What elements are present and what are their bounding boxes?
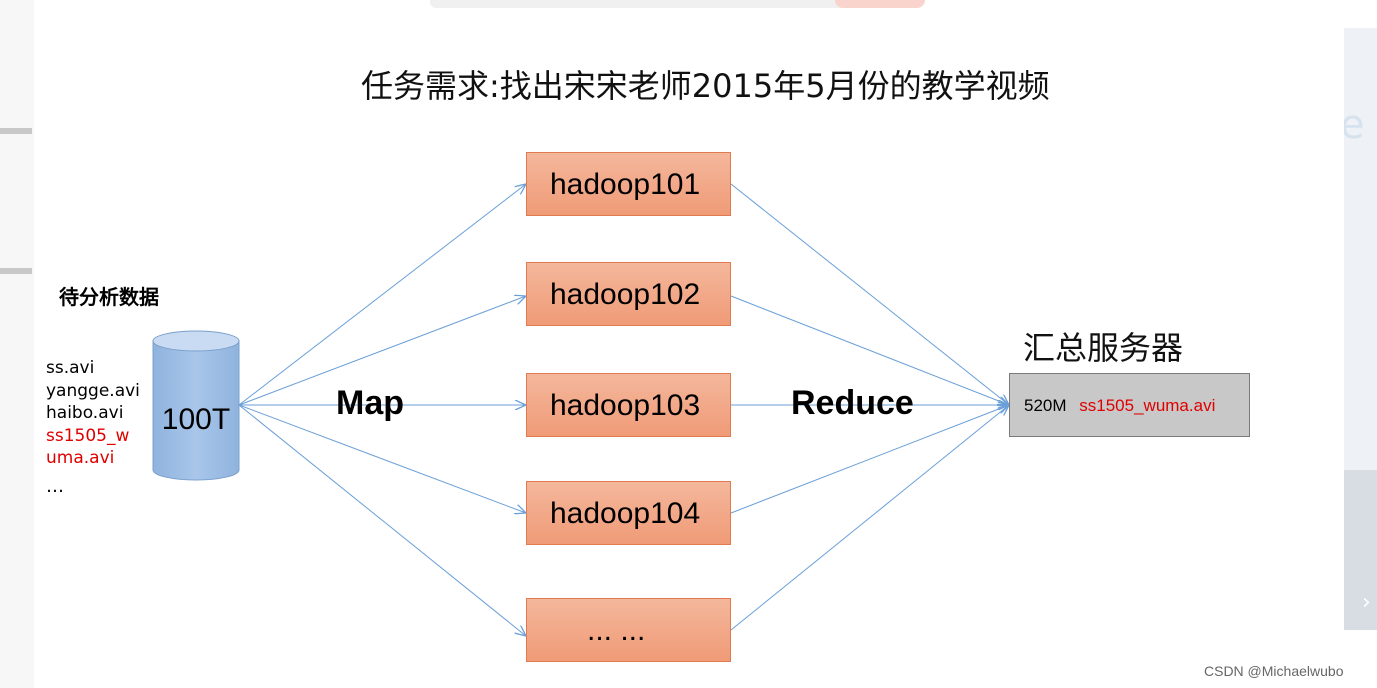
page-title: 任务需求:找出宋宋老师2015年5月份的教学视频 [361,67,1050,105]
node-hadoop101: hadoop101 [526,152,731,216]
file-list: ss.avi yangge.avi haibo.avi ss1505_w uma… [46,357,140,498]
map-arrow [238,404,526,636]
highlighted-file-part1: ss1505_w [46,425,130,446]
storage-size-label: 100T [161,403,231,436]
map-arrow [238,296,526,406]
list-item: ss.avi [46,358,95,378]
background-divider [0,128,32,134]
reduce-phase-label: Reduce [791,384,914,422]
reduce-arrow [730,405,1009,631]
map-phase-label: Map [336,384,404,422]
list-item: haibo.avi [46,403,124,423]
background-divider [0,268,32,274]
node-more: ... ... [526,598,731,662]
node-hadoop102: hadoop102 [526,262,731,326]
server-result-file: ss1505_wuma.avi [1079,396,1216,415]
list-item: yangge.avi [46,380,140,401]
reduce-arrow [730,405,1009,514]
map-arrow [238,184,526,406]
node-hadoop103: hadoop103 [526,373,731,437]
slide [34,28,1344,688]
reduce-arrow [730,183,1009,405]
background-left-panel [0,0,34,688]
node-hadoop104: hadoop104 [526,481,731,545]
reduce-arrow [730,295,1009,405]
server-box: 520M ss1505_wuma.avi [1009,373,1250,437]
highlighted-file-part2: uma.avi [46,448,115,468]
database-cylinder-icon [152,330,240,481]
more-files-ellipsis: … [46,475,64,497]
map-arrow [238,404,526,513]
input-data-label: 待分析数据 [59,285,159,309]
background-right-strip [1344,470,1377,630]
csdn-watermark: CSDN @Michaelwubo [1204,663,1344,679]
chevron-right-icon[interactable]: › [1362,590,1371,615]
server-label: 汇总服务器 [1023,329,1184,367]
background-logo-letter: e [1340,102,1365,148]
background-top-button [835,0,925,8]
server-size: 520M [1024,396,1067,415]
background-top-bar [430,0,900,8]
